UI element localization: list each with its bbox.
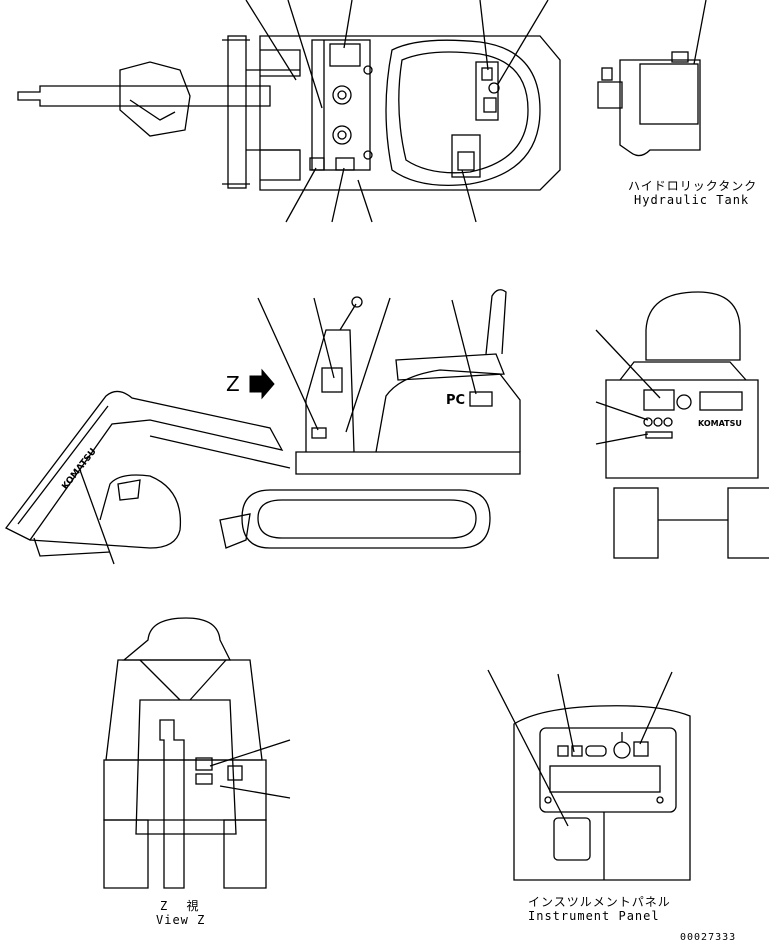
view-z-label-en: View Z (156, 913, 206, 927)
view-z-label-jp: Z 視 (160, 899, 205, 913)
instrument-panel-label-jp: インスツルメントパネル (528, 895, 671, 909)
instrument-panel-label-en: Instrument Panel (528, 909, 660, 923)
instrument-panel-view (487, 669, 691, 881)
pc-mark: PC (446, 393, 465, 408)
hydraulic-tank-label-en: Hydraulic Tank (634, 193, 750, 207)
drawing-number: 00027333 (680, 932, 737, 943)
view-z (103, 617, 291, 889)
rear-view: KOMATSU (595, 291, 769, 559)
view-z-arrow-icon (249, 368, 275, 400)
view-z-marker: Z (226, 372, 240, 396)
hydraulic-tank-label-jp: ハイドロリックタンク (628, 179, 758, 193)
side-view: PC KOMATSU (5, 289, 521, 565)
brand-label-side: KOMATSU (60, 447, 98, 492)
brand-label-rear: KOMATSU (698, 419, 742, 428)
top-view (17, 0, 561, 223)
hydraulic-tank-view (597, 0, 707, 157)
